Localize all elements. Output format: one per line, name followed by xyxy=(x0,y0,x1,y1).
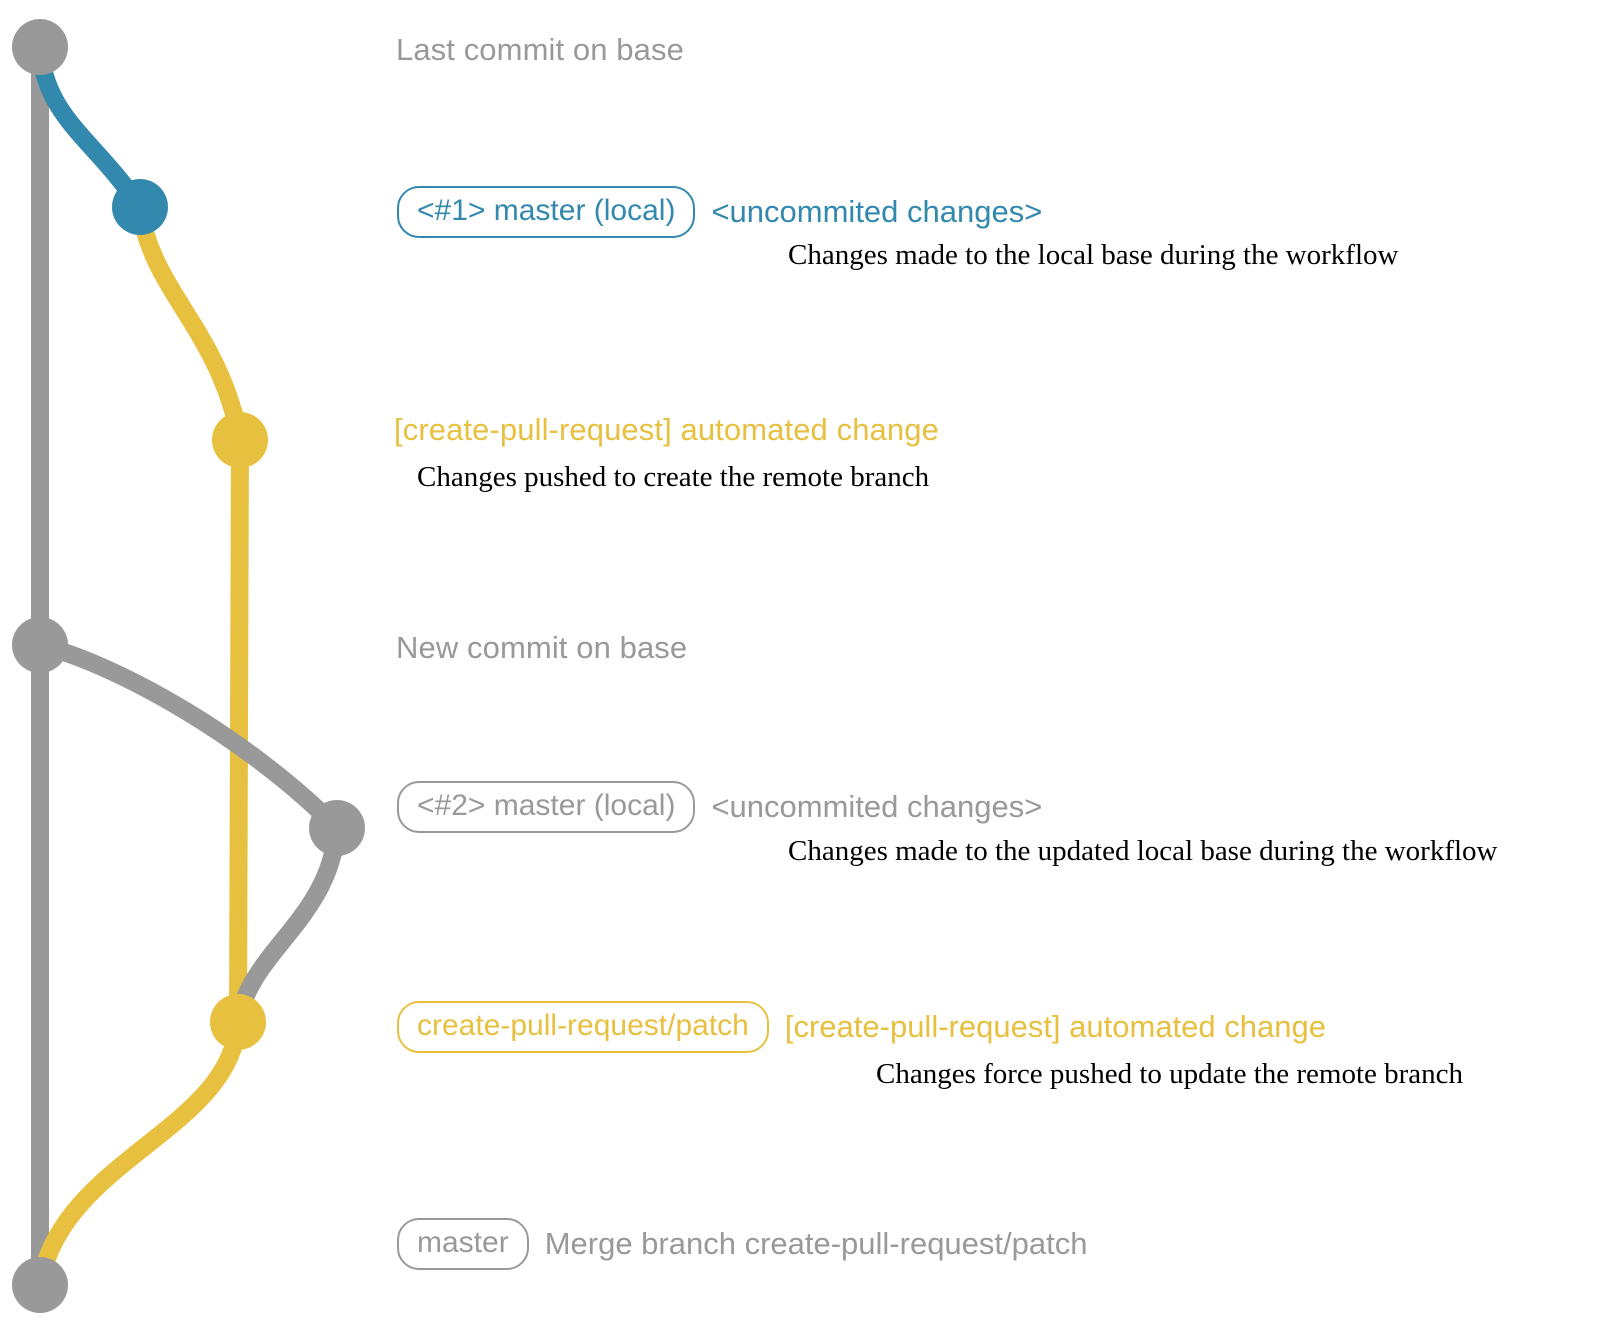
commit-message: <uncommited changes> xyxy=(711,788,1043,824)
annotation-merge-commit: master Merge branch create-pull-request/… xyxy=(397,1218,1087,1270)
commit-node-base-head[interactable] xyxy=(12,19,68,75)
commit-message: <uncommited changes> xyxy=(711,193,1043,229)
commit-node-merge[interactable] xyxy=(12,1257,68,1313)
commit-message: [create-pull-request] automated change xyxy=(394,412,939,447)
annotation-description-automated-2: Changes force pushed to update the remot… xyxy=(876,1058,1464,1090)
commit-node-local-2[interactable] xyxy=(309,800,365,856)
commit-node-patch-2[interactable] xyxy=(210,994,266,1050)
annotation-description-automated-1: Changes pushed to create the remote bran… xyxy=(417,461,930,493)
annotation-new-commit-on-base: New commit on base xyxy=(396,630,687,666)
commit-message: New commit on base xyxy=(396,630,688,665)
commit-message: Merge branch create-pull-request/patch xyxy=(544,1225,1088,1261)
branch-badge-create-pull-request-patch[interactable]: create-pull-request/patch xyxy=(397,1001,769,1053)
branch-line-patch-upper xyxy=(131,198,249,449)
annotation-description-local-1: Changes made to the local base during th… xyxy=(788,239,1399,271)
commit-message: [create-pull-request] automated change xyxy=(784,1008,1326,1044)
commit-node-base-new[interactable] xyxy=(12,617,68,673)
branch-badge-master[interactable]: master xyxy=(397,1218,529,1270)
annotation-last-commit-on-base: Last commit on base xyxy=(396,32,684,68)
branch-badge-master-local-1[interactable]: <#1> master (local) xyxy=(397,186,696,238)
commit-message: Last commit on base xyxy=(396,32,684,67)
branch-line-patch-merge xyxy=(31,1013,247,1294)
commit-node-patch-1[interactable] xyxy=(212,412,268,468)
annotation-automated-change-2: create-pull-request/patch [create-pull-r… xyxy=(397,1001,1326,1053)
branch-line-patch-trunk xyxy=(229,439,249,1023)
commit-node-local-1[interactable] xyxy=(112,179,168,235)
annotation-local-uncommitted-1: <#1> master (local) <uncommited changes> xyxy=(397,186,1042,238)
branch-badge-master-local-2[interactable]: <#2> master (local) xyxy=(397,781,696,833)
branch-line-local-2-out xyxy=(31,636,346,837)
annotation-description-local-2: Changes made to the updated local base d… xyxy=(788,835,1498,867)
annotation-automated-change-1: [create-pull-request] automated change xyxy=(394,412,939,448)
annotation-local-uncommitted-2: <#2> master (local) <uncommited changes> xyxy=(397,781,1042,833)
